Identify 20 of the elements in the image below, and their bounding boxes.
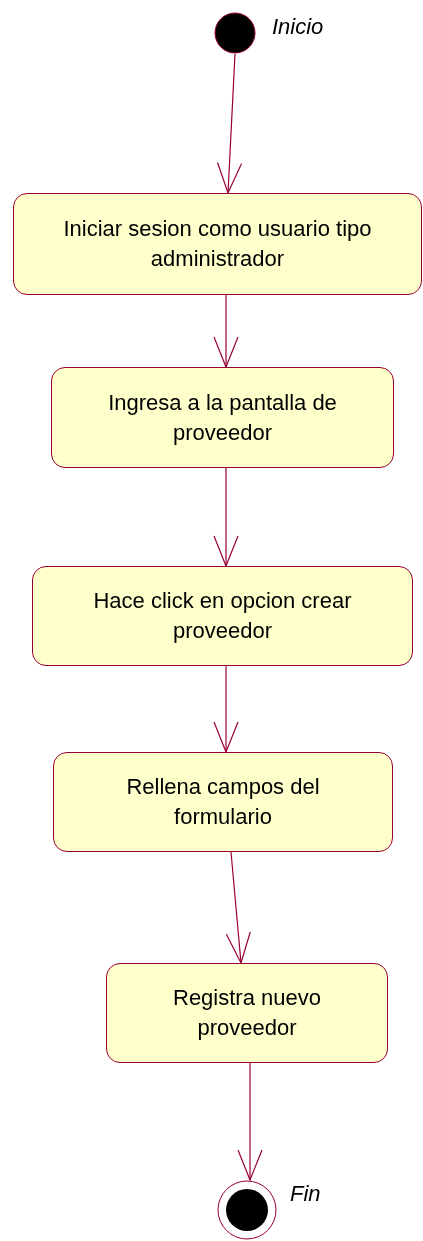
activity-box xyxy=(53,752,393,852)
activity-label: Rellena campos del formulario xyxy=(125,773,321,831)
arrow xyxy=(216,53,243,194)
node-caption: Inicio xyxy=(272,14,324,40)
final-node xyxy=(217,1180,277,1240)
arrow xyxy=(237,1062,263,1181)
arrow xyxy=(225,851,251,964)
arrow xyxy=(213,665,239,753)
activity-box xyxy=(106,963,388,1063)
activity-box xyxy=(32,566,413,666)
node-caption: Fin xyxy=(290,1181,321,1207)
activity-label: Hace click en opcion crear proveedor xyxy=(92,587,353,645)
initial-node xyxy=(214,12,256,54)
activity-box xyxy=(51,367,394,468)
activity-box xyxy=(13,193,422,295)
activity-label: Registra nuevo proveedor xyxy=(172,984,322,1042)
arrow xyxy=(213,467,239,567)
activity-label: Ingresa a la pantalla de proveedor xyxy=(107,388,338,447)
activity-label: Iniciar sesion como usuario tipo administrador xyxy=(62,215,373,273)
arrow xyxy=(213,294,239,368)
